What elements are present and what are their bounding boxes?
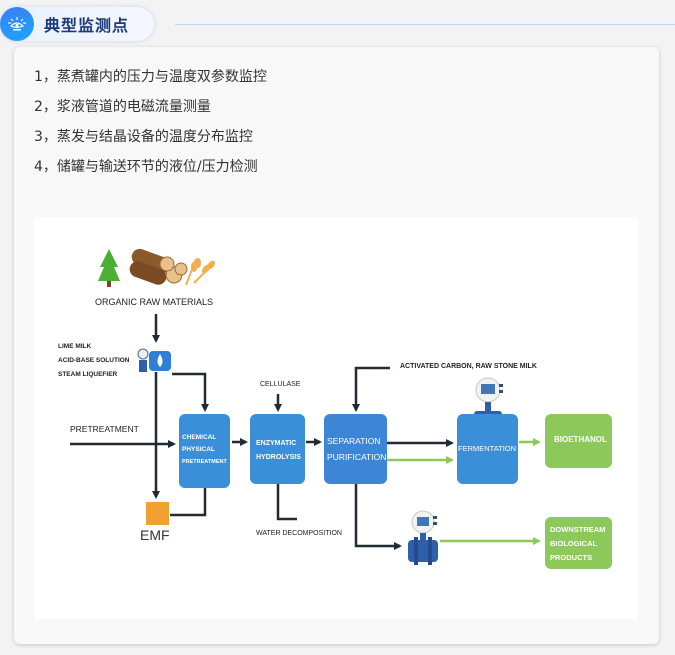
box-label: DOWNSTREAM: [550, 525, 606, 534]
emf-block: [146, 502, 169, 525]
pretreatment-label: PRETREATMENT: [70, 424, 139, 434]
box-label: ENZYMATIC: [256, 440, 297, 447]
enzymatic-hydrolysis-box: ENZYMATIC HYDROLYSIS: [250, 414, 305, 484]
bioethanol-box: BIOETHANOL: [545, 414, 612, 468]
list-item: 1，蒸煮罐内的压力与温度双参数监控: [34, 69, 267, 85]
flow-arrows: [70, 248, 541, 565]
list-item: 2，浆液管道的电磁流量测量: [34, 99, 211, 115]
box-label: BIOETHANOL: [554, 435, 607, 444]
chemical-physical-pretreatment-box: CHEMICAL PHYSICAL PRETREATMENT: [179, 414, 230, 488]
input-label: ACID-BASE SOLUTION: [58, 357, 130, 364]
eye-sun-icon: [8, 17, 26, 31]
list-item: 3，蒸发与结晶设备的温度分布监控: [34, 129, 253, 145]
box-label: HYDROLYSIS: [256, 454, 301, 461]
box-label: FERMENTATION: [458, 444, 517, 453]
box-label: SEPARATION: [327, 436, 381, 446]
fermentation-box: FERMENTATION: [457, 414, 518, 484]
section-badge: [0, 7, 34, 41]
cellulase-label: CELLULASE: [260, 381, 301, 388]
raw-materials-label: ORGANIC RAW MATERIALS: [95, 297, 214, 307]
process-flow-diagram: ORGANIC RAW MATERIALS LIME MILK ACID-BAS…: [34, 217, 638, 619]
wheat-icon: [185, 258, 215, 286]
box-label: BIOLOGICAL: [550, 539, 598, 548]
list-item: 4，储罐与输送环节的液位/压力检测: [34, 159, 258, 175]
header-divider: [175, 24, 675, 25]
activated-carbon-label: ACTIVATED CARBON, RAW STONE MILK: [400, 363, 537, 370]
tree-icon: [98, 249, 120, 287]
box-label: PRODUCTS: [550, 553, 593, 562]
box-label: PHYSICAL: [182, 446, 215, 453]
input-label: LIME MILK: [58, 343, 92, 350]
logs-icon: [129, 248, 188, 285]
box-label: PURIFICATION: [327, 452, 387, 462]
water-drop-tank-icon: [149, 351, 171, 371]
water-decomposition-label: WATER DECOMPOSITION: [256, 530, 342, 537]
emf-label: EMF: [140, 527, 170, 543]
input-label: STEAM LIQUEFIER: [58, 371, 118, 378]
box-label: PRETREATMENT: [182, 459, 227, 465]
separation-purification-box: SEPARATION PURIFICATION: [324, 414, 387, 484]
flowmeter-icon: [137, 348, 149, 372]
downstream-products-box: DOWNSTREAM BIOLOGICAL PRODUCTS: [545, 517, 612, 569]
electromagnetic-flowmeter-icon: [408, 510, 438, 565]
monitoring-points-list: 1，蒸煮罐内的压力与温度双参数监控 2，浆液管道的电磁流量测量 3，蒸发与结晶设…: [34, 67, 267, 187]
section-title: 典型监测点: [44, 16, 130, 35]
box-label: CHEMICAL: [182, 434, 217, 441]
